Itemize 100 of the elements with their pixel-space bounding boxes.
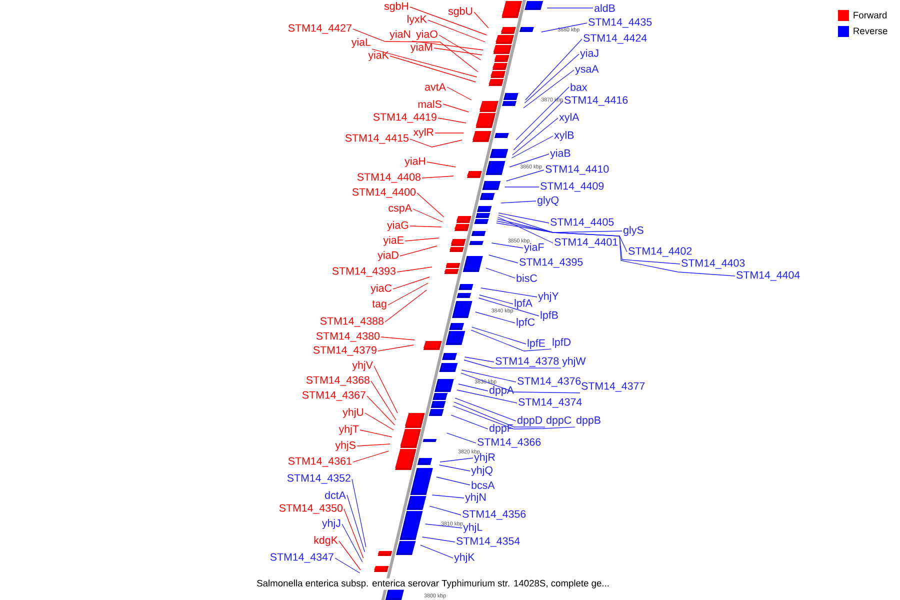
leader-line (496, 220, 680, 264)
gene-label: malS (418, 100, 442, 108)
leader-line (516, 86, 570, 140)
leader-line (388, 282, 429, 306)
gene-label: yhjR (474, 453, 495, 463)
leader-line (410, 6, 488, 36)
leader-line (384, 290, 427, 322)
gene-label: yiaF (524, 243, 544, 253)
gene-label: cspA (388, 204, 412, 214)
gene-label: lpfA (514, 299, 532, 309)
gene-label: yiaC (370, 284, 392, 294)
gene-label: STM14_4347 (270, 553, 334, 563)
gene-label: yhjY (538, 292, 559, 302)
gene-label: STM14_4405 (550, 218, 614, 228)
legend-label: Forward (854, 12, 887, 18)
gene-label: dppD (518, 416, 542, 426)
gene-label: STM14_4361 (288, 457, 352, 467)
gene-label: STM14_4403 (682, 259, 745, 269)
leader-line (352, 450, 389, 462)
gene-label: STM14_4427 (288, 24, 352, 34)
leader-line (523, 70, 574, 108)
gene-label: STM14_4435 (588, 18, 652, 28)
leader-line (504, 186, 540, 188)
leader-line (422, 176, 454, 178)
leader-line (496, 218, 628, 252)
gene-label: yiaH (404, 157, 426, 167)
gene-label: STM14_4400 (352, 188, 416, 198)
leader-line (464, 360, 562, 368)
legend-label: Reverse (854, 28, 888, 34)
leader-line (434, 132, 464, 134)
gene-label: sgbU (448, 7, 472, 17)
leader-line (452, 406, 576, 430)
leader-line (442, 104, 469, 112)
gene-label: STM14_4380 (316, 332, 380, 342)
leader-line (346, 494, 366, 552)
gene-label: yiaO (416, 30, 438, 40)
gene-label: yhjU (342, 408, 364, 418)
leader-line (450, 414, 488, 430)
leader-line (374, 366, 398, 414)
gene-label: lpfD (552, 338, 571, 348)
leader-line (454, 398, 516, 422)
gene-label: lpfB (540, 311, 558, 321)
gene-label: yiaJ (580, 49, 598, 59)
leader-line (424, 524, 462, 528)
gene-label: xylB (554, 131, 574, 141)
gene-label: yhjW (562, 357, 586, 367)
leader-line (488, 254, 518, 264)
gene-label: STM14_4404 (736, 271, 800, 281)
leader-line (360, 430, 392, 438)
gene-label: yiaD (378, 251, 398, 261)
leader-line (509, 154, 550, 168)
leader-line (511, 136, 554, 158)
gene-label: yhjL (463, 523, 482, 533)
gene-label: lpfC (516, 318, 535, 328)
leader-line (458, 384, 488, 392)
gene-label: yhjT (338, 425, 359, 435)
gene-label: yhjV (352, 361, 373, 371)
leader-line (500, 200, 536, 204)
leader-line (446, 432, 476, 444)
gene-label: avtA (425, 83, 446, 91)
gene-label: STM14_4367 (302, 391, 366, 401)
gene-label: lpfE (528, 339, 545, 349)
gene-label: yiaL (351, 38, 371, 48)
gene-label: yiaN (390, 30, 410, 40)
leader-line (541, 22, 588, 32)
gene-label: aldB (594, 4, 615, 12)
leader-line (438, 34, 482, 60)
gene-label: STM14_4424 (584, 34, 647, 44)
gene-label: dctA (325, 491, 346, 499)
gene-label: dppB (576, 416, 600, 426)
gene-label: yiaM (410, 43, 432, 53)
leader-line (525, 38, 582, 100)
leader-line (370, 380, 396, 420)
leader-line (404, 238, 440, 242)
leader-line (428, 20, 486, 42)
gene-label: STM14_4350 (279, 504, 343, 514)
leader-line (464, 356, 494, 362)
gene-label: yhjJ (322, 519, 340, 529)
leader-line (496, 222, 736, 276)
leader-line (474, 12, 489, 28)
leader-line (497, 216, 554, 244)
gene-label: bisC (516, 274, 537, 282)
gene-label: STM14_4376 (518, 377, 581, 387)
gene-label: STM14_4401 (554, 238, 618, 248)
gene-label: STM14_4402 (628, 247, 692, 257)
gene-label: STM14_4388 (320, 317, 384, 327)
leader-line (410, 138, 462, 148)
leader-line (436, 476, 470, 486)
gene-label: STM14_4368 (306, 376, 370, 386)
gene-label: yhjQ (471, 466, 492, 476)
leader-line (416, 192, 444, 218)
leader-line (485, 268, 516, 278)
leader-line (378, 344, 414, 352)
gene-label: dppA (490, 386, 514, 396)
gene-label: bax (570, 83, 588, 91)
gene-label: yiaK (368, 51, 389, 61)
gene-label: ysaA (575, 65, 599, 75)
leader-line (491, 242, 524, 248)
leader-line (380, 336, 416, 340)
leader-line (470, 330, 552, 352)
